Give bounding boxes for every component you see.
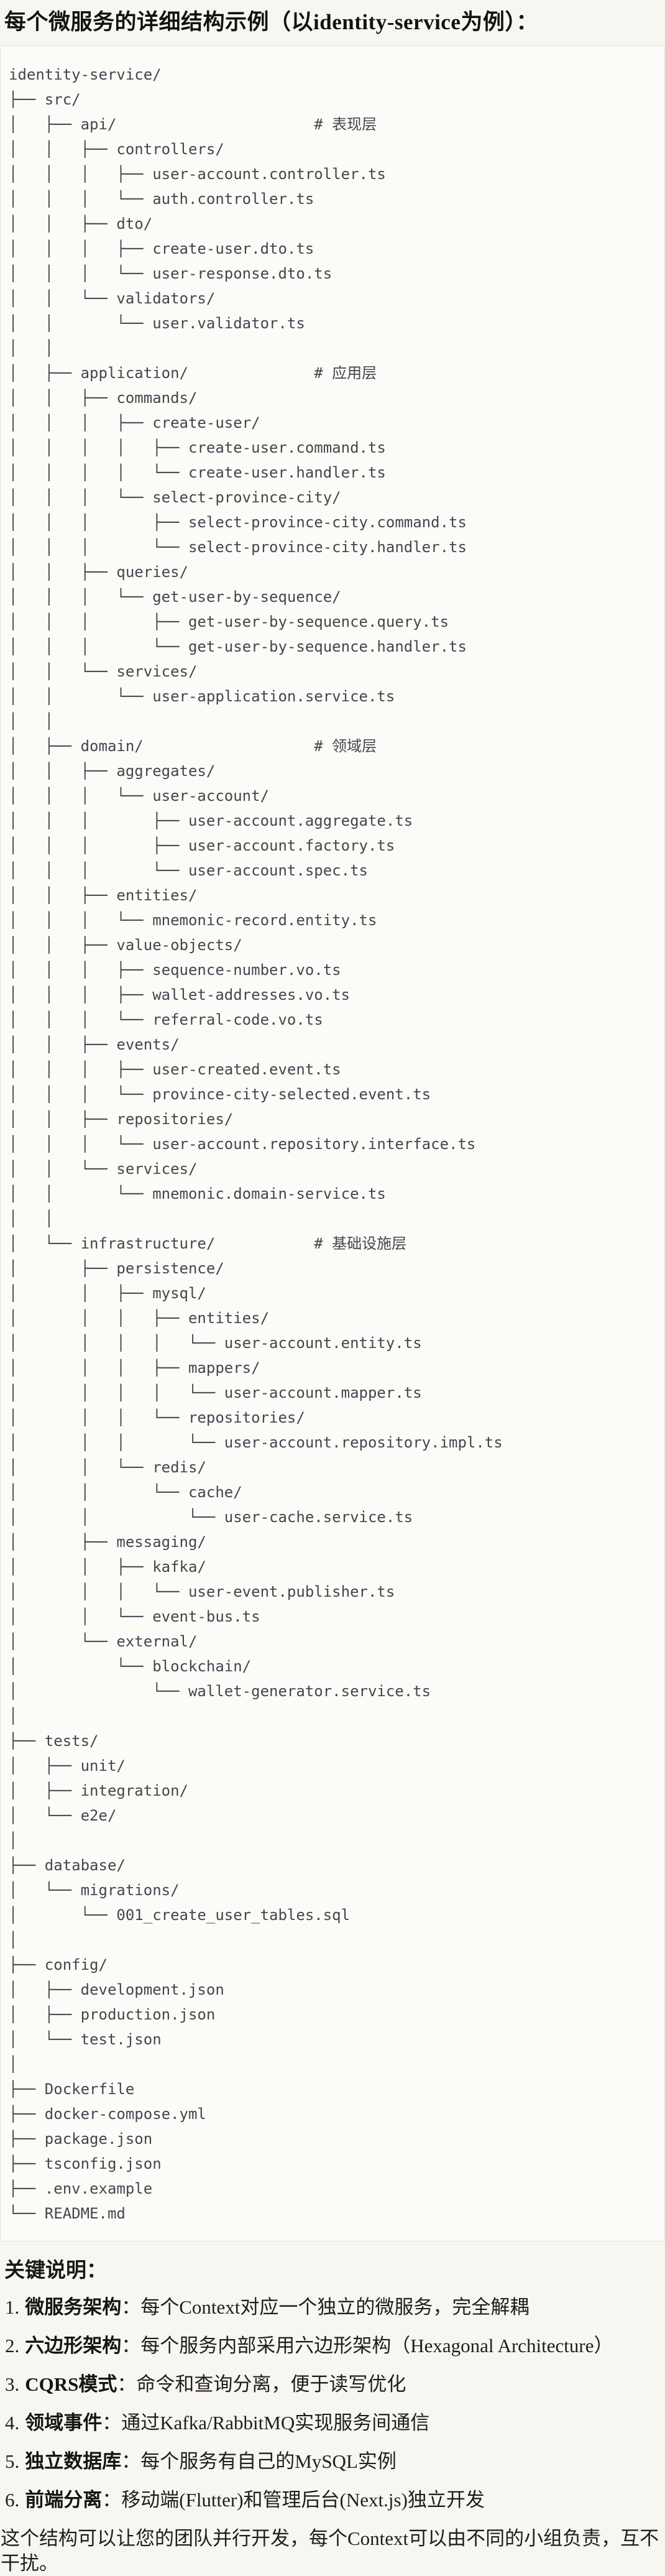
item-number: 5. [5,2450,20,2472]
closing-paragraph: 这个结构可以让您的团队并行开发，每个Context可以由不同的小组负责，互不干扰… [1,2528,659,2574]
list-item: 2.六边形架构：每个服务内部采用六边形架构（Hexagonal Architec… [5,2334,665,2358]
directory-tree-code-block: identity-service/ ├── src/ │ ├── api/ # … [0,45,665,2241]
item-number: 2. [5,2335,20,2357]
list-item: 5.独立数据库：每个服务有自己的MySQL实例 [5,2449,665,2474]
list-item: 1.微服务架构：每个Context对应一个独立的微服务，完全解耦 [5,2295,665,2320]
item-text: ：每个Context对应一个独立的微服务，完全解耦 [121,2296,530,2318]
item-term: CQRS模式 [25,2373,117,2395]
item-number: 4. [5,2412,20,2434]
item-number: 6. [5,2489,20,2511]
item-text: ：移动端(Flutter)和管理后台(Next.js)独立开发 [102,2489,485,2511]
document-page: 每个微服务的详细结构示例（以identity-service为例）： ident… [0,9,665,2576]
item-number: 3. [5,2373,20,2395]
item-number: 1. [5,2296,20,2318]
list-item: 3.CQRS模式：命令和查询分离，便于读写优化 [5,2372,665,2397]
item-text: ：每个服务有自己的MySQL实例 [121,2450,397,2472]
item-text: ：每个服务内部采用六边形架构（Hexagonal Architecture） [121,2335,613,2357]
item-term: 领域事件 [25,2412,103,2434]
directory-tree-text: identity-service/ ├── src/ │ ├── api/ # … [9,66,503,2222]
item-term: 前端分离 [25,2489,103,2511]
item-term: 微服务架构 [25,2296,122,2318]
list-item: 4.领域事件：通过Kafka/RabbitMQ实现服务间通信 [5,2411,665,2435]
notes-list: 1.微服务架构：每个Context对应一个独立的微服务，完全解耦 2.六边形架构… [0,2295,665,2513]
item-text: ：通过Kafka/RabbitMQ实现服务间通信 [102,2412,430,2434]
page-title: 每个微服务的详细结构示例（以identity-service为例）： [4,10,538,34]
notes-heading: 关键说明： [4,2260,107,2282]
item-term: 独立数据库 [25,2450,122,2472]
item-text: ：命令和查询分离，便于读写优化 [117,2373,406,2395]
list-item: 6.前端分离：移动端(Flutter)和管理后台(Next.js)独立开发 [5,2488,665,2513]
item-term: 六边形架构 [25,2335,122,2357]
